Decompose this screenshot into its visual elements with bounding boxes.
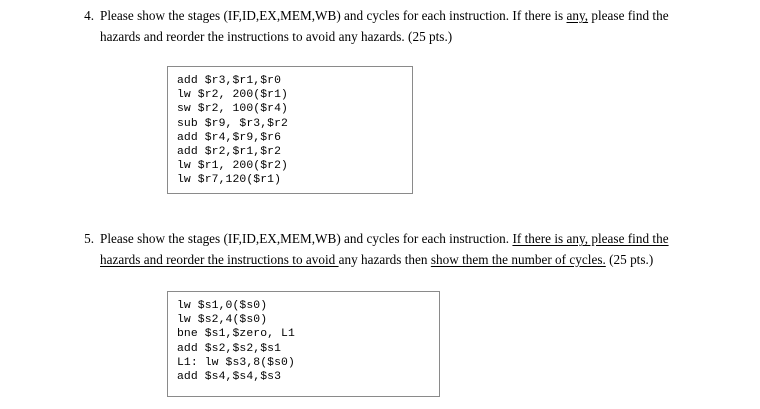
code-line: add $r2,$r1,$r2 [177, 146, 282, 159]
code-line: add $s2,$s2,$s1 [177, 342, 282, 355]
plain-text: please find the hazards and reorder the … [100, 8, 669, 44]
code-line: lw $s1,0($s0) [177, 300, 268, 312]
question-5-row: 5. Please show the stages (IF,ID,EX,MEM,… [0, 229, 760, 270]
plain-text: any hazards then [338, 251, 431, 267]
code-block-5: lw $s1,0($s0) lw $s2,4($s0) bne $s1,$zer… [167, 291, 440, 397]
underlined-text: any, [566, 8, 589, 23]
code-line: sw $r2, 100($r4) [177, 103, 288, 116]
code-line: lw $r2, 200($r1) [177, 89, 288, 102]
code-line: add $r3,$r1,$r0 [177, 75, 282, 87]
plain-text: Please show the stages (IF,ID,EX,MEM,WB)… [100, 231, 513, 246]
underlined-text: show them the number of cycles. [430, 251, 606, 267]
question-4-body: Please show the stages (IF,ID,EX,MEM,WB)… [100, 6, 760, 47]
code-line: L1: lw $s3,8($s0) [177, 356, 295, 369]
code-line: lw $s2,4($s0) [177, 314, 268, 327]
question-5-body: Please show the stages (IF,ID,EX,MEM,WB)… [100, 229, 760, 270]
code-line: sub $r9, $r3,$r2 [177, 117, 288, 130]
question-item-4: 4. Please show the stages (IF,ID,EX,MEM,… [0, 6, 760, 47]
plain-text: Please show the stages (IF,ID,EX,MEM,WB)… [100, 8, 567, 23]
code-line: add $r4,$r9,$r6 [177, 131, 282, 144]
question-item-5: 5. Please show the stages (IF,ID,EX,MEM,… [0, 229, 760, 270]
question-4-text: Please show the stages (IF,ID,EX,MEM,WB)… [100, 6, 672, 47]
code-block-4: add $r3,$r1,$r0 lw $r2, 200($r1) sw $r2,… [167, 66, 413, 194]
code-line: lw $r1, 200($r2) [177, 160, 288, 173]
question-4-row: 4. Please show the stages (IF,ID,EX,MEM,… [0, 6, 760, 47]
question-5-text: Please show the stages (IF,ID,EX,MEM,WB)… [100, 229, 672, 270]
question-5-number: 5. [84, 231, 94, 246]
code-line: add $s4,$s4,$s3 [177, 371, 282, 384]
code-line: bne $s1,$zero, L1 [177, 328, 295, 341]
underlined-text: If there is any, please find the hazards… [100, 231, 669, 267]
question-4-number: 4. [84, 8, 94, 23]
plain-text: (25 pts.) [605, 251, 654, 267]
code-line: lw $r7,120($r1) [177, 174, 282, 187]
